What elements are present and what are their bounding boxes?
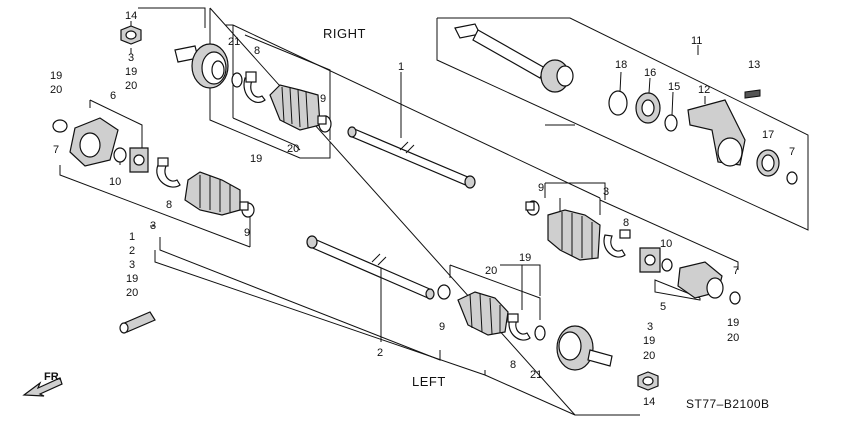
label-15: 15 xyxy=(668,81,680,93)
nut-14-top xyxy=(120,25,142,45)
label-21-top: 21 xyxy=(228,36,240,48)
kit-label-20: 20 xyxy=(126,287,138,299)
label-9-top: 9 xyxy=(320,93,326,105)
kit-label-19: 19 xyxy=(126,273,138,285)
boot-20-lower xyxy=(457,291,509,336)
label-21-lower: 21 xyxy=(530,369,542,381)
label-3-left: 3 xyxy=(150,220,156,232)
band-8-left xyxy=(156,157,181,188)
clip-7-left xyxy=(52,119,68,133)
right-heading: RIGHT xyxy=(323,26,366,41)
label-19-top: 19 xyxy=(125,66,137,78)
label-7-left: 7 xyxy=(53,144,59,156)
bolt-13 xyxy=(744,89,761,99)
label-17: 17 xyxy=(762,129,774,141)
label-8-top: 8 xyxy=(254,45,260,57)
label-3-rr: 3 xyxy=(603,186,609,198)
spider-10-rr xyxy=(639,247,673,273)
right-shaft-1 xyxy=(347,126,476,189)
label-6: 6 xyxy=(110,90,116,102)
label-20-mid: 20 xyxy=(287,143,299,155)
label-8-rr: 8 xyxy=(623,217,629,229)
label-14-bottom: 14 xyxy=(643,396,655,408)
label-16: 16 xyxy=(644,67,656,79)
label-10-left: 10 xyxy=(109,176,121,188)
clip-18 xyxy=(608,90,628,116)
leader-lines xyxy=(119,21,706,342)
label-20-far-left: 20 xyxy=(50,84,62,96)
bracket-12 xyxy=(687,99,746,167)
clip-7-right xyxy=(786,171,798,185)
label-20-rr: 20 xyxy=(727,332,739,344)
label-8-left: 8 xyxy=(166,199,172,211)
right-outer-cv-joint xyxy=(174,43,229,89)
parts xyxy=(22,23,798,397)
label-20-top: 20 xyxy=(125,80,137,92)
label-14-top: 14 xyxy=(125,10,137,22)
label-13: 13 xyxy=(748,59,760,71)
label-20-lower: 20 xyxy=(485,265,497,277)
label-10-rr: 10 xyxy=(660,238,672,250)
label-19-lower: 19 xyxy=(519,252,531,264)
label-3-top: 3 xyxy=(128,52,134,64)
label-18: 18 xyxy=(615,59,627,71)
seal-17 xyxy=(756,149,780,177)
band-8-lower xyxy=(507,313,531,341)
band-8-rr xyxy=(603,229,631,258)
label-9-left: 9 xyxy=(244,227,250,239)
clip-7-rr xyxy=(729,291,741,305)
label-7-right: 7 xyxy=(789,146,795,158)
ring-21-lower xyxy=(534,325,546,341)
kit-label-3: 3 xyxy=(129,259,135,271)
label-9-lower: 9 xyxy=(439,321,445,333)
band-9-top xyxy=(317,115,332,133)
boot-20-top xyxy=(269,84,321,131)
left-heading: LEFT xyxy=(412,374,446,389)
label-3-bottom: 3 xyxy=(647,321,653,333)
band-9-rr xyxy=(525,200,540,216)
left-shaft-2 xyxy=(306,235,435,300)
band-8-top xyxy=(243,71,266,103)
label-8-lower: 8 xyxy=(510,359,516,371)
callout-labels: 14 3 19 20 21 8 9 19 20 1 19 20 6 7 10 8… xyxy=(50,10,795,408)
drawing-code: ST77–B2100B xyxy=(686,397,770,411)
label-19-bottom: 19 xyxy=(643,335,655,347)
assembly-brackets xyxy=(59,7,809,416)
kit-label-1: 1 xyxy=(129,231,135,243)
label-11: 11 xyxy=(691,35,702,47)
front-arrow-icon xyxy=(22,377,63,397)
label-9-rr: 9 xyxy=(538,182,544,194)
band-9-left xyxy=(239,201,255,218)
label-19-far-left: 19 xyxy=(50,70,62,82)
inner-joint-housing-6 xyxy=(69,117,119,167)
ring-21-top xyxy=(231,72,243,88)
label-2: 2 xyxy=(377,347,383,359)
inner-joint-housing-5 xyxy=(677,261,724,299)
spider-10-left xyxy=(113,147,149,173)
label-5: 5 xyxy=(660,301,666,313)
band-9-lower xyxy=(437,284,451,300)
boot-rr xyxy=(547,209,601,261)
clip-15 xyxy=(664,114,678,132)
bearing-16 xyxy=(635,92,661,124)
label-12: 12 xyxy=(698,84,710,96)
label-19-mid: 19 xyxy=(250,153,262,165)
label-1-right: 1 xyxy=(398,61,404,73)
left-outer-cv-joint xyxy=(556,325,613,371)
kit-label-2: 2 xyxy=(129,245,135,257)
label-7-rr: 7 xyxy=(733,265,739,277)
label-19-rr: 19 xyxy=(727,317,739,329)
nut-14-bottom xyxy=(637,371,659,391)
intermediate-shaft-11 xyxy=(454,23,574,93)
boot-left xyxy=(184,171,241,216)
label-20-bottom: 20 xyxy=(643,350,655,362)
kit-grease-pack xyxy=(119,311,156,334)
front-marker-label: FR. xyxy=(44,371,62,383)
